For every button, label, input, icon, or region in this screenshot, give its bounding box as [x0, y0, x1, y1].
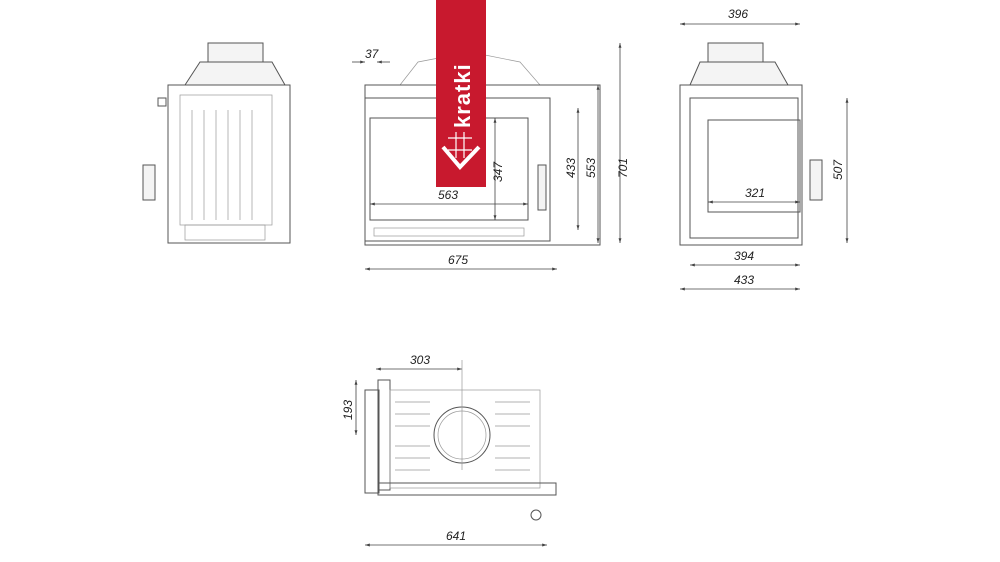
dim-front-total-width: 675	[448, 253, 468, 267]
dim-front-door-height: 433	[564, 158, 578, 178]
dim-side-total-width: 433	[734, 273, 754, 287]
dim-side-inner-width: 394	[734, 249, 754, 263]
dim-top-flue-offset-x: 303	[410, 353, 430, 367]
dim-side-top-width: 396	[728, 7, 748, 21]
right-side-view	[679, 42, 823, 246]
dim-front-total-height: 701	[616, 158, 630, 178]
top-view	[364, 379, 557, 521]
left-side-view	[142, 42, 291, 244]
dim-front-body-height: 553	[584, 158, 598, 178]
kratki-logo: kratki	[436, 0, 486, 187]
svg-text:kratki: kratki	[450, 63, 475, 128]
dim-front-top-offset: 37	[365, 47, 380, 61]
dim-top-flue-offset-y: 193	[341, 400, 355, 420]
dimension-lines	[352, 22, 849, 547]
dim-top-total-width: 641	[446, 529, 466, 543]
dim-side-glass-width: 321	[745, 186, 765, 200]
dim-front-glass-height: 347	[491, 161, 505, 182]
dim-front-glass-width: 563	[438, 188, 458, 202]
dim-side-total-height: 507	[831, 159, 845, 180]
